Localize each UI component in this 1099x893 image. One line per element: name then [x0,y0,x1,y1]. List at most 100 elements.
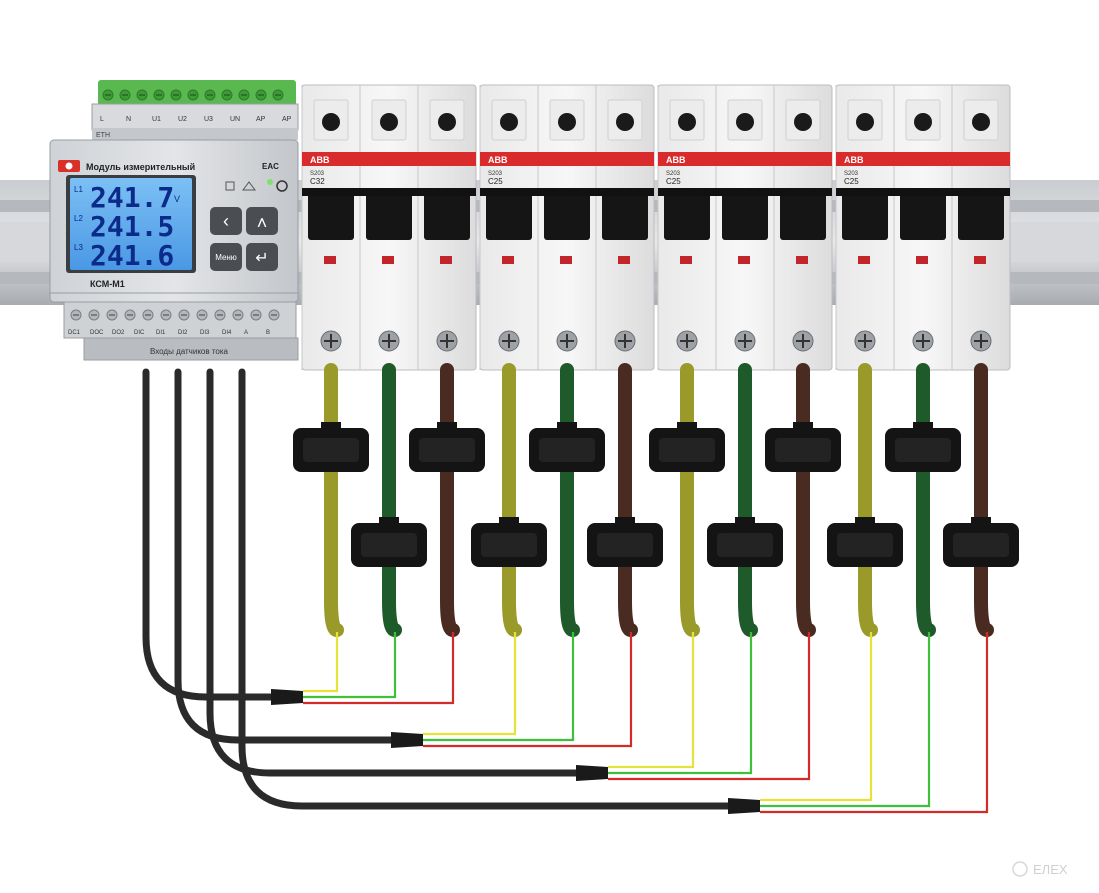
phase-wire [858,363,878,637]
terminal-label: DI1 [156,330,166,336]
sensor-lead [608,632,695,769]
cable-connector [576,765,608,781]
sensor-lead [423,632,633,748]
breaker-lever[interactable] [842,190,888,240]
sensor-lead [423,632,575,742]
trip-indicator [796,256,808,264]
lcd-line-3: L3 241.6 [74,239,174,272]
trip-indicator [560,256,572,264]
cable-connector [271,689,303,705]
svg-text:↵: ↵ [255,250,268,267]
button-up[interactable]: ˄ [246,207,278,235]
breaker-lever[interactable] [664,190,710,240]
breaker-lever[interactable] [544,190,590,240]
svg-text:Меню: Меню [215,253,237,262]
series-label: S203 [310,171,325,177]
phase-label: L2 [74,214,83,223]
terminal-label: AP [256,116,266,123]
phase-wire [916,363,936,637]
terminal-label: U1 [152,116,161,123]
terminal-label: DI3 [200,330,210,336]
brand-label: ABB [844,155,864,165]
trip-indicator [440,256,452,264]
sensor-lead [303,632,397,699]
sensor-cable [206,368,584,777]
unit-label: V [174,194,180,204]
terminal-label: UN [230,116,240,123]
sensor-lead [760,632,873,802]
terminal-label: АР [282,116,292,123]
lcd-line-2: L2 241.5 [74,210,174,243]
phase-label: L1 [74,185,83,194]
sensor-cable [142,368,279,701]
phase-wire [382,363,402,637]
top-terminal-screws [102,89,284,101]
trip-indicator [680,256,692,264]
terminal-label: U3 [204,116,213,123]
sensor-lead [760,632,989,814]
sensor-lead [303,632,339,693]
wiring [142,363,1019,814]
cable-connector [728,798,760,814]
phase-label: L3 [74,243,83,252]
current-sensor [587,517,663,567]
module-title: Модуль измерительный [86,162,195,172]
current-sensor [885,422,961,472]
breaker-lever[interactable] [602,190,648,240]
watermark-text: ЕЛЕХ [1033,862,1068,877]
brand-stripe [302,152,476,166]
brand-label: ABB [488,155,508,165]
breaker-lever[interactable] [308,190,354,240]
breaker-lever[interactable] [780,190,826,240]
current-sensor [827,517,903,567]
status-led [267,179,273,185]
svg-text:˄: ˄ [257,213,268,233]
phase-wire [440,363,460,637]
series-label: S203 [488,171,503,177]
current-sensor [765,422,841,472]
breaker-lever[interactable] [722,190,768,240]
current-sensor [471,517,547,567]
eac-mark: EAC [262,162,279,171]
trip-indicator [382,256,394,264]
button-enter[interactable]: ↵ [246,243,278,271]
phase-wire [560,363,580,637]
phase-wire [796,363,816,637]
rating-label: C25 [666,177,681,186]
rating-label: C25 [844,177,859,186]
voltage-value: 241.6 [90,239,174,272]
button-left[interactable]: ‹ [210,207,242,235]
model-label: КСМ-М1 [90,279,125,289]
phase-wire [324,363,344,637]
svg-text:‹: ‹ [223,211,229,231]
rating-label: C32 [310,177,325,186]
current-sensor [293,422,369,472]
sensor-lead [608,632,811,781]
terminal-label: DIC [134,330,145,336]
current-sensor [649,422,725,472]
breaker-lever[interactable] [486,190,532,240]
trip-indicator [858,256,870,264]
phase-wire [618,363,638,637]
brand-label: ABB [666,155,686,165]
cable-connector [391,732,423,748]
current-sensor [529,422,605,472]
button-menu[interactable]: Меню [210,243,242,271]
breaker-lever[interactable] [900,190,946,240]
sensor-lead [303,632,455,705]
terminal-label: DC1 [68,330,81,336]
terminal-label: B [266,330,270,336]
sensor-lead [760,632,931,808]
breaker-lever[interactable] [424,190,470,240]
watermark: ЕЛЕХ [1012,861,1068,877]
power-icon [276,180,288,192]
alarm-icon [242,181,256,191]
lcd-display [70,178,192,270]
trip-indicator [738,256,750,264]
breaker-lever[interactable] [366,190,412,240]
breaker-lever[interactable] [958,190,1004,240]
trip-indicator [502,256,514,264]
